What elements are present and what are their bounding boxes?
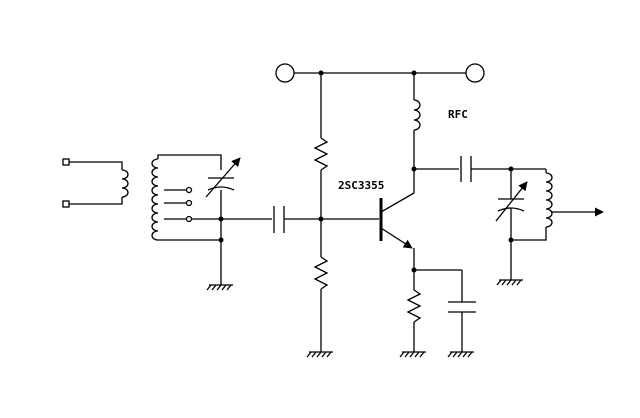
ground-bias — [306, 351, 333, 358]
transistor — [379, 145, 415, 290]
ground-input — [206, 284, 233, 291]
ground-output — [496, 279, 523, 286]
supply-terminal-left — [275, 63, 295, 83]
rfc-label: RFC — [448, 108, 468, 121]
ground-emitter — [399, 351, 426, 358]
supply-terminal-right — [465, 63, 485, 83]
coupling-capacitor-out — [411, 156, 546, 182]
emitter-bypass-capacitor — [448, 270, 476, 352]
input-transformer — [62, 158, 129, 208]
input-terminal-bottom — [62, 200, 70, 208]
ground-bypass — [447, 351, 474, 358]
coupling-capacitor-in — [273, 206, 379, 233]
tuned-input-coil — [151, 154, 222, 241]
input-variable-capacitor — [192, 157, 272, 285]
transistor-label: 2SC3355 — [338, 179, 384, 192]
bias-resistor-bottom — [313, 219, 329, 352]
output-variable-capacitor — [495, 169, 528, 280]
rfc-choke — [413, 73, 421, 145]
emitter-resistor — [406, 267, 462, 352]
output-coil — [511, 169, 604, 241]
bias-resistor-top — [313, 73, 329, 219]
power-rail — [275, 63, 485, 83]
input-terminal-top — [62, 158, 70, 166]
